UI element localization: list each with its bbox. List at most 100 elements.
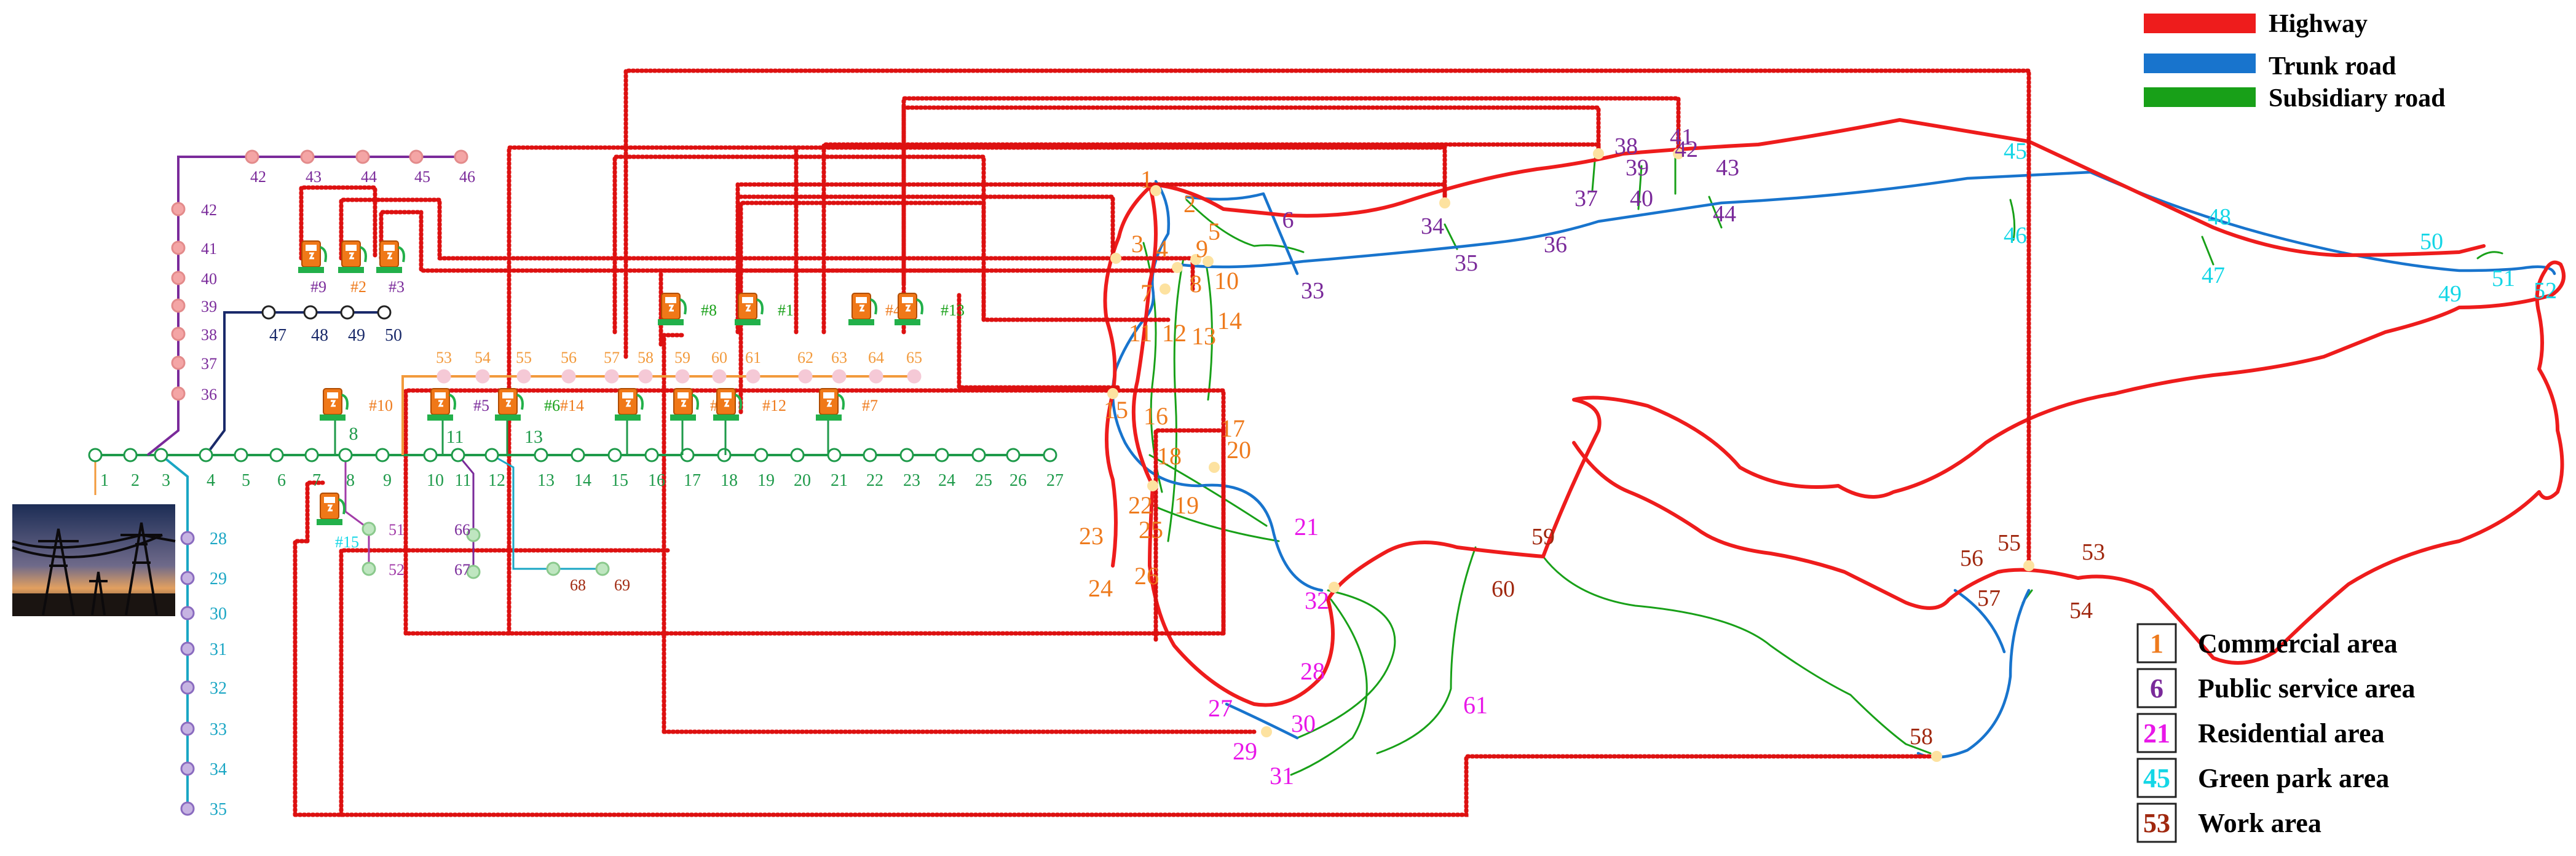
bus-node-64 bbox=[869, 369, 883, 384]
station-label-15: #15 bbox=[335, 533, 359, 551]
bus-node-17 bbox=[680, 448, 695, 462]
bus-node-38 bbox=[171, 327, 186, 341]
road-node-label-29: 29 bbox=[1233, 737, 1257, 765]
bus-node-29 bbox=[180, 571, 195, 585]
bus-node-6 bbox=[269, 448, 284, 462]
bus-node-39 bbox=[171, 298, 186, 313]
road-node-label-32: 32 bbox=[1305, 587, 1329, 614]
charging-station-14: #14 bbox=[560, 388, 644, 421]
bus-label-40: 40 bbox=[201, 270, 217, 288]
road-node-label-13: 13 bbox=[1191, 322, 1216, 350]
road-node-label-36: 36 bbox=[1544, 232, 1567, 258]
road-legend: Highway Trunk road Subsidiary road bbox=[2144, 10, 2446, 113]
coupling-station-10 bbox=[403, 388, 1226, 636]
bus-label-15: 15 bbox=[611, 471, 628, 490]
bus-node-65 bbox=[907, 369, 922, 384]
bus-node-33 bbox=[180, 721, 195, 736]
legend-box-work bbox=[2136, 802, 2177, 843]
bus-label-65: 65 bbox=[906, 349, 922, 367]
charging-station-6: #6 bbox=[495, 388, 560, 421]
bus-label-68: 68 bbox=[570, 576, 586, 594]
bus-label-24: 24 bbox=[938, 471, 955, 490]
bus-label-69: 69 bbox=[614, 576, 630, 594]
bus-node-3 bbox=[154, 448, 168, 462]
legend-label-subsidiary: Subsidiary road bbox=[2269, 84, 2446, 113]
road-node-label-12: 12 bbox=[1162, 319, 1187, 347]
bus-node-16 bbox=[644, 448, 659, 462]
bus-node-47 bbox=[261, 305, 276, 320]
bus-node-66 bbox=[466, 528, 481, 542]
road-node-label-22: 22 bbox=[1128, 491, 1153, 519]
road-node-label-42: 42 bbox=[1675, 137, 1698, 162]
station-label-9: #9 bbox=[310, 278, 326, 296]
charging-station-12: #12 bbox=[713, 388, 786, 421]
road-node-label-5: 5 bbox=[1208, 218, 1220, 245]
road-node-label-8: 8 bbox=[1190, 270, 1202, 298]
road-node-label-24: 24 bbox=[1088, 574, 1113, 602]
bus-label-4: 4 bbox=[207, 471, 215, 490]
feeder-orange bbox=[401, 375, 916, 455]
bus-node-50 bbox=[377, 305, 392, 320]
legend-box-green bbox=[2136, 758, 2177, 798]
road-node-label-25: 25 bbox=[1139, 516, 1163, 544]
road-node-marker bbox=[1931, 751, 1942, 762]
charging-station-2: #2 bbox=[338, 240, 367, 296]
bus-node-60 bbox=[712, 369, 727, 384]
bus-node-31 bbox=[180, 641, 195, 656]
bus-label-67: 67 bbox=[454, 561, 470, 579]
highway-roads bbox=[1103, 118, 2566, 707]
road-node-label-27: 27 bbox=[1208, 694, 1233, 722]
bus-node-10 bbox=[423, 448, 438, 462]
trunk-roads bbox=[1111, 170, 2556, 759]
bus-label-66: 66 bbox=[454, 521, 470, 539]
station-label-14: #14 bbox=[560, 397, 584, 414]
bus-label-49: 49 bbox=[348, 326, 365, 345]
bus-label-34: 34 bbox=[210, 760, 227, 779]
road-node-label-58: 58 bbox=[1910, 724, 1933, 750]
road-node-label-20: 20 bbox=[1227, 436, 1251, 464]
coupling-station-8 bbox=[735, 182, 1447, 335]
feeder-short-51-52 bbox=[344, 455, 370, 569]
road-node-label-31: 31 bbox=[1270, 762, 1294, 790]
bus-label-13: 13 bbox=[537, 471, 555, 490]
charging-station-9: #9 bbox=[298, 240, 327, 296]
bus-label-42: 42 bbox=[201, 201, 217, 219]
feeder-purple bbox=[146, 156, 461, 456]
charging-station-3: #3 bbox=[376, 240, 405, 296]
bus-label-43: 43 bbox=[306, 168, 322, 186]
station-label-3: #3 bbox=[389, 278, 405, 296]
road-node-label-45: 45 bbox=[2004, 138, 2027, 164]
bus-label-48: 48 bbox=[311, 326, 328, 345]
bus-node-42 bbox=[245, 149, 259, 164]
bus-label-22: 22 bbox=[866, 471, 883, 490]
legend-label-green: Green park area bbox=[2198, 763, 2389, 793]
road-node-label-6: 6 bbox=[1282, 207, 1294, 233]
bus-label-5: 5 bbox=[242, 471, 250, 490]
coupling-station-12-a bbox=[662, 333, 685, 734]
bus-node-23 bbox=[899, 448, 914, 462]
bus-node-46 bbox=[454, 149, 468, 164]
bus-label-51: 51 bbox=[389, 521, 405, 539]
bus-label-32: 32 bbox=[210, 679, 227, 698]
bus-label-28: 28 bbox=[210, 529, 227, 549]
feeder-cyan bbox=[160, 454, 189, 812]
bus-label-9: 9 bbox=[383, 471, 392, 490]
road-node-label-51: 51 bbox=[2492, 266, 2515, 291]
coupling-station-13-c bbox=[901, 105, 1601, 335]
bus-node-26 bbox=[1006, 448, 1021, 462]
bus-label-16: 16 bbox=[648, 471, 665, 490]
road-node-marker bbox=[2023, 560, 2034, 571]
road-node-label-50: 50 bbox=[2420, 229, 2443, 255]
bus-node-12 bbox=[484, 448, 499, 462]
bus-node-15 bbox=[607, 448, 622, 462]
bus-label-12: 12 bbox=[488, 471, 505, 490]
area-legend: 1 Commercial area 6 Public service area … bbox=[2136, 623, 2416, 843]
bus-label-14: 14 bbox=[574, 471, 591, 490]
bus-node-9 bbox=[375, 448, 390, 462]
road-node-label-46: 46 bbox=[2004, 223, 2027, 248]
legend-box-residential bbox=[2136, 713, 2177, 753]
legend-swatch-trunk bbox=[2144, 54, 2256, 73]
bus-label-30: 30 bbox=[210, 604, 227, 624]
road-node-label-56: 56 bbox=[1960, 545, 1983, 571]
